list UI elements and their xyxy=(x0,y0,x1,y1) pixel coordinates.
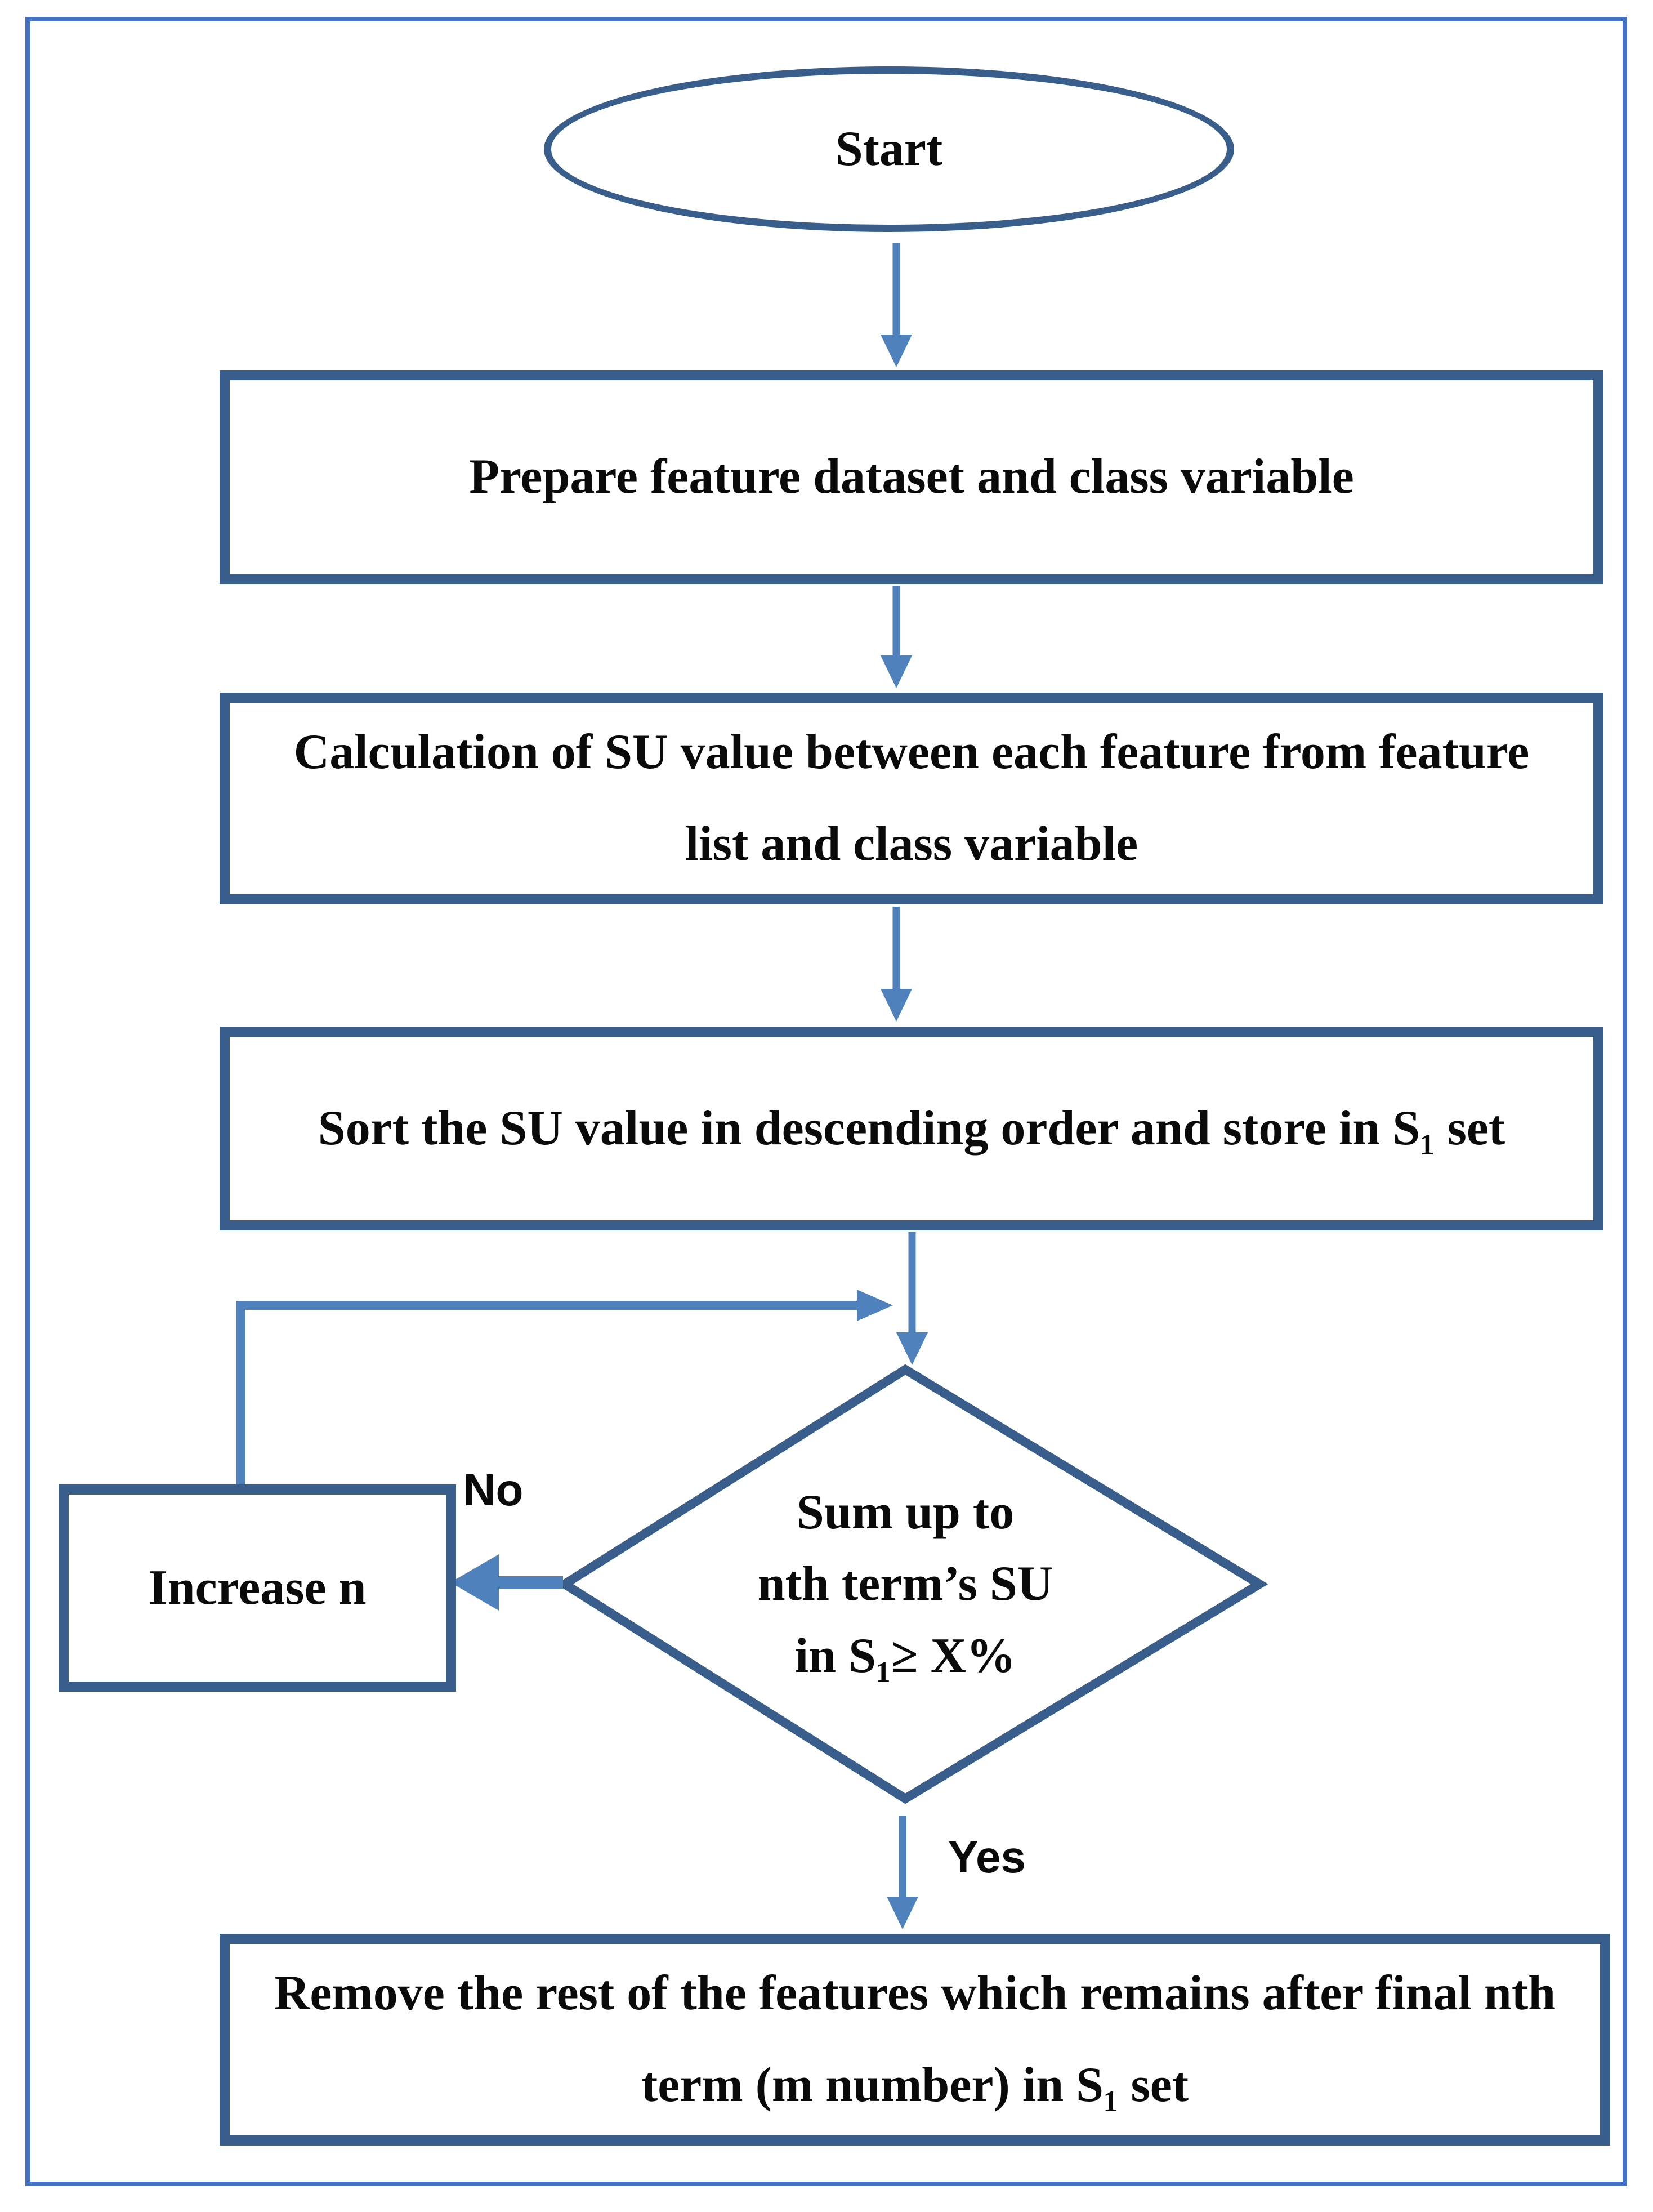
node-increase: Increase n xyxy=(59,1484,456,1692)
edge-label-yes: Yes xyxy=(948,1832,1026,1882)
node-decision-line-2: nth term’s SU xyxy=(757,1557,1053,1612)
node-sort-line: Sort the SU value in descending order an… xyxy=(318,1100,1505,1156)
node-remove-line-2: term (m number) in S₁ set xyxy=(641,2058,1189,2112)
node-calculate: Calculation of SU value between each fea… xyxy=(220,693,1603,904)
node-prepare: Prepare feature dataset and class variab… xyxy=(220,370,1603,584)
node-remove: Remove the rest of the features which re… xyxy=(220,1934,1610,2146)
node-sort: Sort the SU value in descending order an… xyxy=(220,1027,1603,1230)
node-start: Start xyxy=(544,66,1234,232)
node-increase-line: Increase n xyxy=(148,1560,367,1615)
node-decision-label: Sum up to nth term’s SU in S₁≥ X% xyxy=(621,1453,1190,1715)
node-decision-line-3: in S₁≥ X% xyxy=(794,1628,1016,1683)
node-calculate-line-1: Calculation of SU value between each fea… xyxy=(293,725,1530,780)
edge-label-no: No xyxy=(463,1465,524,1515)
node-calculate-line-2: list and class variable xyxy=(685,817,1138,871)
node-decision-line-1: Sum up to xyxy=(796,1484,1015,1540)
node-remove-line-1: Remove the rest of the features which re… xyxy=(274,1966,1556,2021)
node-start-label: Start xyxy=(835,121,943,176)
outer-frame xyxy=(25,17,1627,2186)
node-prepare-line: Prepare feature dataset and class variab… xyxy=(469,449,1354,504)
